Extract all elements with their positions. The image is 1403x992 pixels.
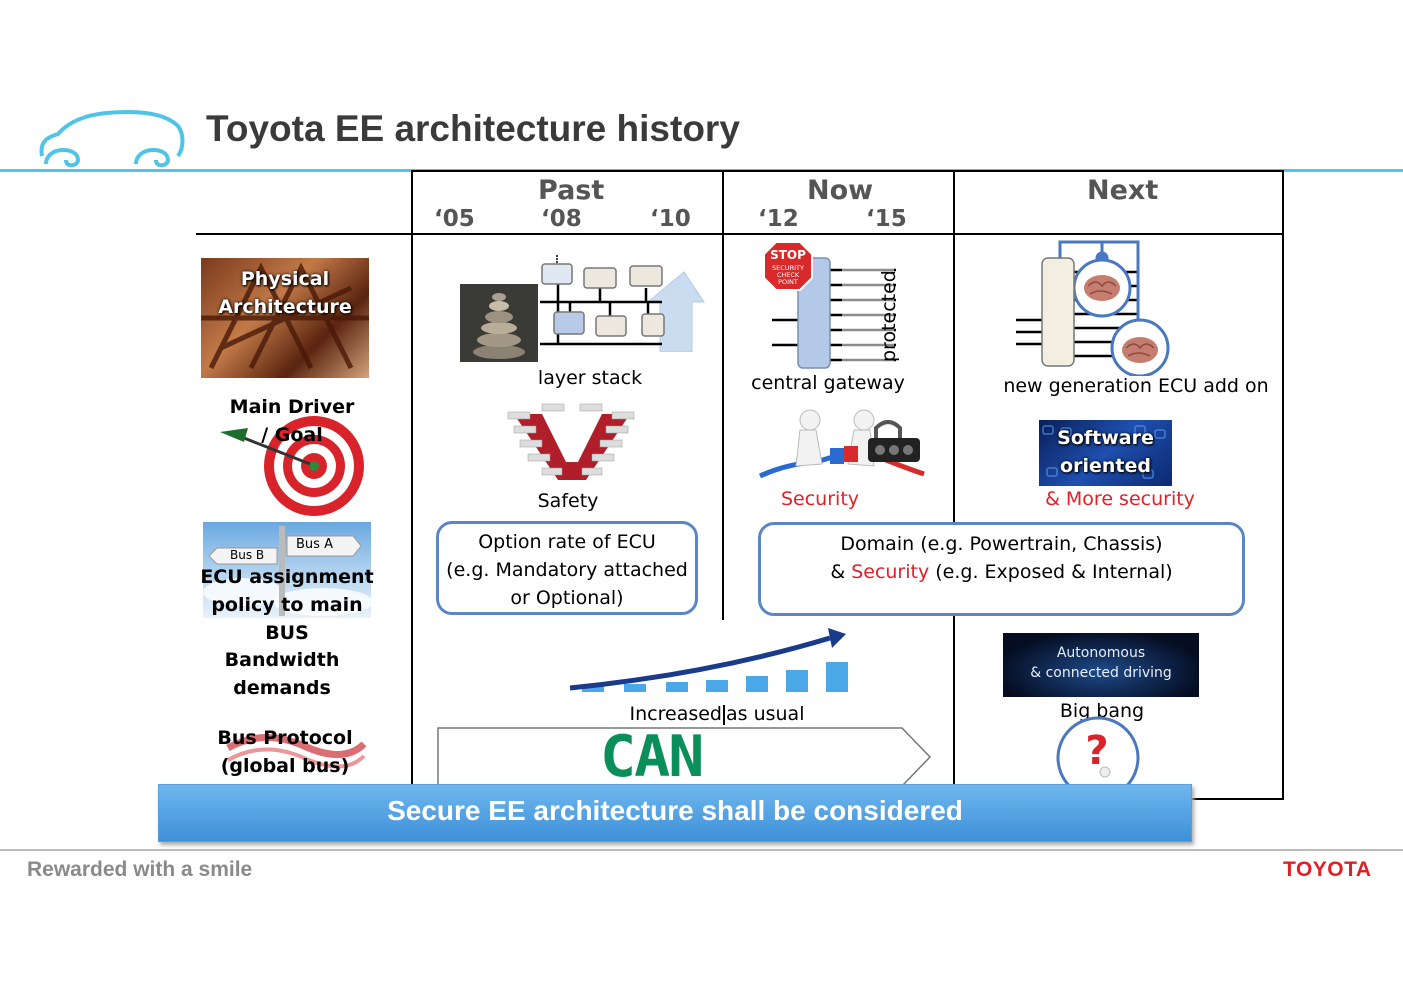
toyota-logo: TOYOTA bbox=[1283, 858, 1372, 881]
cell-caption: new generation ECU add on bbox=[1003, 375, 1269, 397]
autonomous-driving-label: Autonomous & connected driving bbox=[1030, 645, 1172, 681]
security-plug-lock-image bbox=[758, 409, 925, 479]
can-protocol-label: CAN bbox=[600, 723, 704, 791]
page-title: Toyota EE architecture history bbox=[206, 108, 740, 149]
row-label-physical: Physical Architecture bbox=[218, 268, 352, 318]
svg-text:CHECK: CHECK bbox=[777, 271, 800, 279]
row-label-driver: Main Driver / Goal bbox=[229, 396, 355, 446]
cell-caption: Safety bbox=[537, 490, 599, 512]
column-header-past: Past bbox=[538, 175, 605, 206]
autonomous-driving-image bbox=[1003, 633, 1199, 697]
footer-slogan: Rewarded with a smile bbox=[27, 858, 253, 881]
sign-label-bus-b: Bus B bbox=[230, 548, 265, 562]
software-oriented-image bbox=[1039, 420, 1172, 486]
cell-caption: Security bbox=[780, 488, 860, 510]
row-label-protocol: Bus Protocol (global bus) bbox=[217, 727, 353, 777]
table-top-border bbox=[411, 170, 1284, 172]
brain-icon bbox=[1122, 337, 1158, 363]
cell-caption: Big bang bbox=[1059, 700, 1145, 722]
cell-caption: central gateway bbox=[751, 372, 905, 394]
svg-text:?: ? bbox=[1085, 728, 1108, 774]
year-label: ‘05 bbox=[434, 206, 475, 232]
cell-caption: & More security bbox=[1045, 488, 1195, 510]
stop-sign-icon: STOP SECURITY CHECK POINT bbox=[763, 241, 813, 291]
new-generation-ecu-diagram bbox=[1016, 240, 1170, 376]
year-label: ‘08 bbox=[541, 206, 582, 232]
stacked-stones-image bbox=[460, 284, 538, 362]
domain-security-box: Domain (e.g. Powertrain, Chassis) & Secu… bbox=[758, 522, 1245, 616]
column-header-now: Now bbox=[807, 175, 874, 206]
conclusion-banner: Secure EE architecture shall be consider… bbox=[158, 784, 1192, 842]
year-label: ‘12 bbox=[758, 206, 799, 232]
svg-text:POINT: POINT bbox=[778, 278, 798, 286]
protected-vertical-label: protected bbox=[878, 270, 900, 362]
now-next-divider bbox=[953, 170, 955, 785]
sign-label-bus-a: Bus A bbox=[296, 537, 333, 552]
central-gateway-diagram: STOP SECURITY CHECK POINT bbox=[763, 241, 896, 369]
bus-cable-image bbox=[224, 708, 368, 784]
row-label-ecu: ECU assignment policy to main BUS bbox=[200, 566, 374, 644]
brain-icon bbox=[1084, 275, 1120, 301]
table-bottom-border bbox=[1190, 798, 1284, 800]
footer-divider bbox=[0, 849, 1403, 851]
software-oriented-label: Software oriented bbox=[1057, 427, 1154, 477]
bandwidth-growth-chart-image bbox=[540, 626, 908, 700]
year-label: ‘10 bbox=[650, 206, 691, 232]
padlock-icon bbox=[868, 420, 920, 462]
year-label: ‘15 bbox=[866, 206, 907, 232]
past-now-divider bbox=[722, 170, 724, 620]
table-header-divider bbox=[196, 233, 1284, 235]
svg-text:SECURITY: SECURITY bbox=[772, 264, 804, 272]
table-left-border bbox=[411, 170, 413, 785]
cell-caption: layer stack bbox=[537, 367, 643, 389]
v-model-diagram bbox=[507, 403, 635, 480]
target-dartboard-icon bbox=[220, 416, 364, 516]
question-mark-figure-icon: ? bbox=[1056, 716, 1140, 786]
table-right-border bbox=[1282, 170, 1284, 800]
car-outline-logo bbox=[39, 109, 185, 168]
wooden-structure-photo bbox=[201, 258, 369, 378]
bus-signpost-image bbox=[203, 522, 371, 618]
svg-text:STOP: STOP bbox=[770, 248, 806, 262]
option-rate-box: Option rate of ECU (e.g. Mandatory attac… bbox=[436, 521, 698, 615]
column-header-next: Next bbox=[1087, 175, 1159, 206]
row-label-bandwidth: Bandwidth demands bbox=[224, 649, 340, 699]
layer-stack-diagram bbox=[540, 255, 705, 352]
can-arrow-shape bbox=[437, 727, 932, 787]
